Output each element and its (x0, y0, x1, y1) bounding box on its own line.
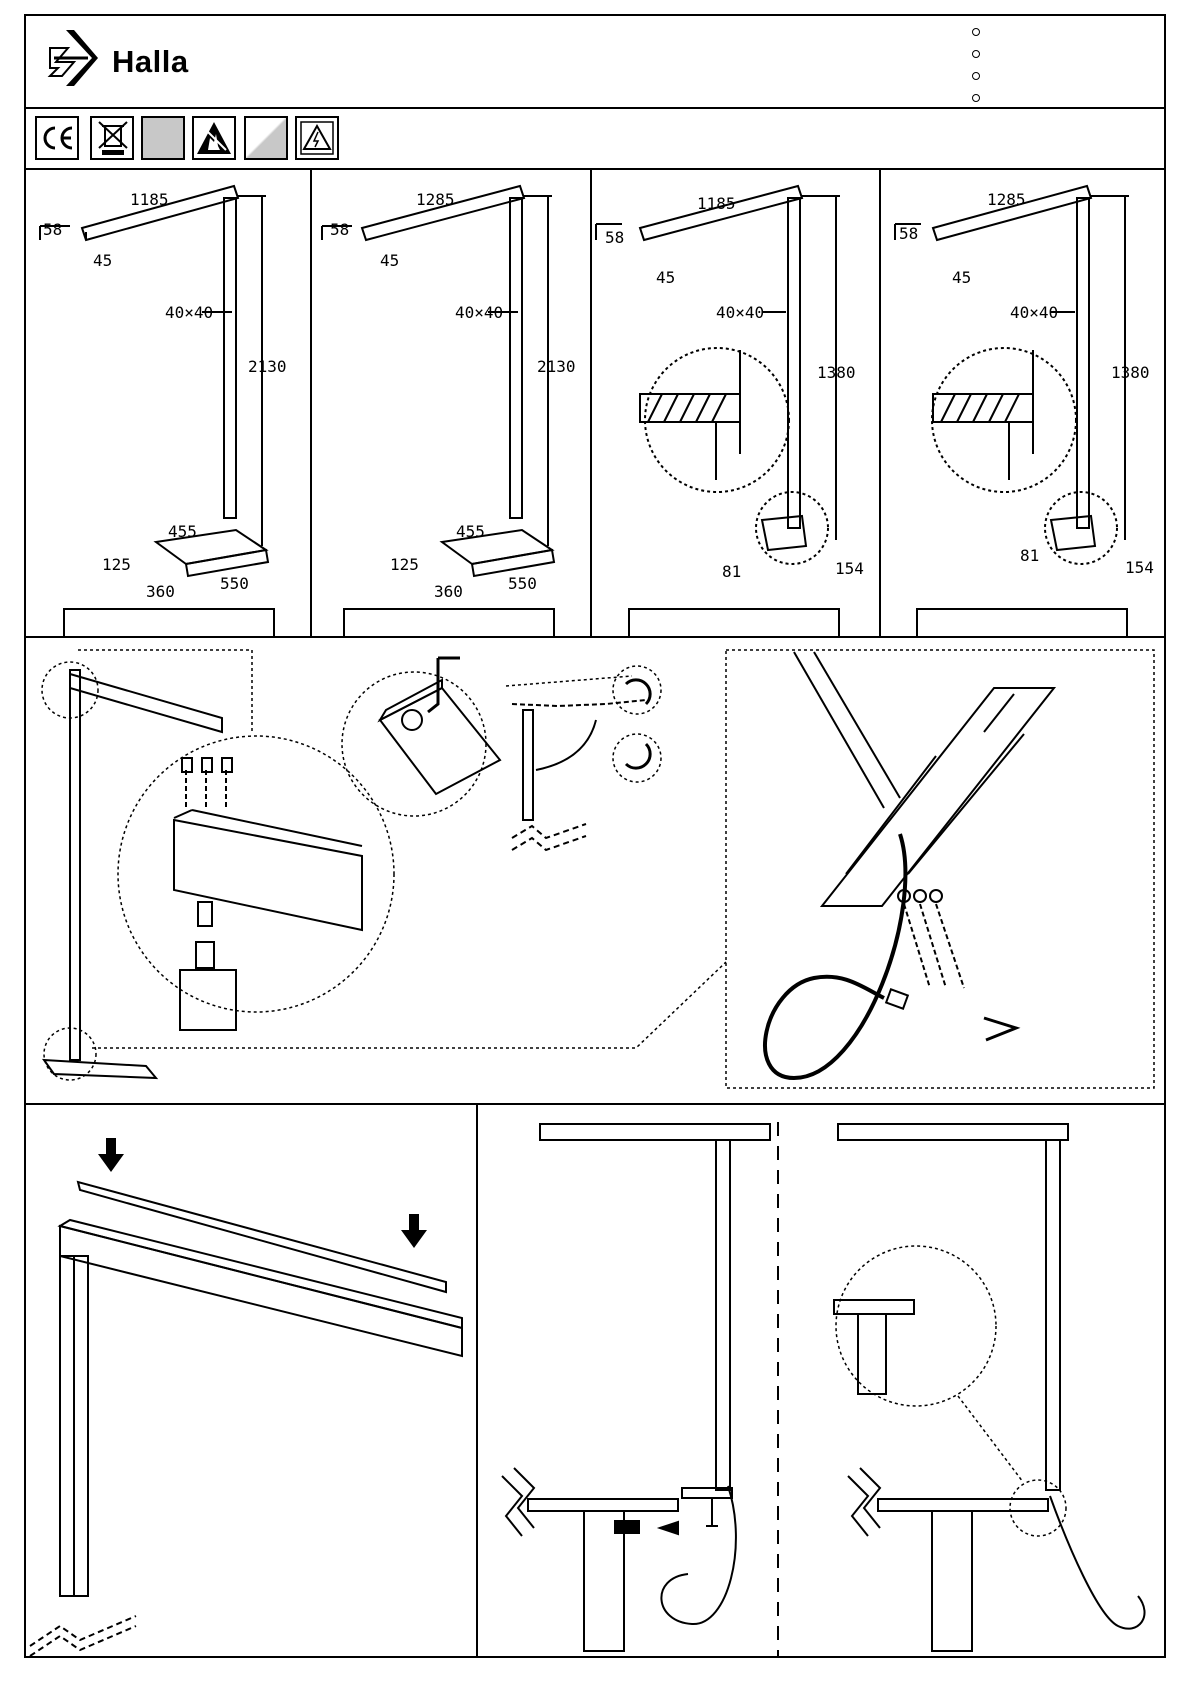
cover-insertion-diagram (26, 1106, 476, 1656)
v3-arm-width: 58 (605, 228, 624, 247)
brand-name: Halla (112, 44, 189, 80)
v4-arm-depth: 45 (952, 268, 971, 287)
v1-base-d: 550 (220, 574, 249, 593)
v3-arm-length: 1185 (697, 194, 736, 213)
header-divider (24, 107, 1166, 109)
v2-pole-size: 40×40 (455, 303, 503, 322)
v1-arm-depth: 45 (93, 251, 112, 270)
v4-arm-width: 58 (899, 224, 918, 243)
esd-warning-icon (192, 116, 236, 160)
v3-clamp-b: 154 (835, 559, 864, 578)
cable-mounting-diagram (724, 648, 1156, 1090)
v1-pole-size: 40×40 (165, 303, 213, 322)
blank-grey-icon (141, 116, 185, 160)
bullet-1 (972, 28, 980, 36)
v1-base-b: 125 (102, 555, 131, 574)
v2-arm-width: 58 (330, 220, 349, 239)
floor-lamp-diagram-1185 (26, 170, 310, 636)
arm-assembly-diagram (26, 640, 726, 1100)
v2-base-a: 455 (456, 522, 485, 541)
floor-lamp-diagram-1285 (312, 170, 590, 636)
blank-gradient-icon (244, 116, 288, 160)
v2-base-d: 550 (508, 574, 537, 593)
v1-arm-length: 1185 (130, 190, 169, 209)
v2-label-box (343, 608, 555, 636)
v1-base-a: 455 (168, 522, 197, 541)
v4-height: 1380 (1111, 363, 1150, 382)
v2-base-b: 125 (390, 555, 419, 574)
bullet-4 (972, 94, 980, 102)
v3-pole-size: 40×40 (716, 303, 764, 322)
v4-clamp-b: 154 (1125, 558, 1154, 577)
ce-mark-icon (35, 116, 79, 160)
bullet-3 (972, 72, 980, 80)
v2-height: 2130 (537, 357, 576, 376)
v2-arm-length: 1285 (416, 190, 455, 209)
v3-arm-depth: 45 (656, 268, 675, 287)
v4-arm-length: 1285 (987, 190, 1026, 209)
middle-divider (24, 1103, 1166, 1105)
v4-label-box (916, 608, 1128, 636)
v3-label-box (628, 608, 840, 636)
v4-clamp-a: 81 (1020, 546, 1039, 565)
weee-bin-icon (90, 116, 134, 160)
v3-clamp-a: 81 (722, 562, 741, 581)
v2-base-c: 360 (434, 582, 463, 601)
halla-logo-icon (48, 28, 98, 90)
v2-arm-depth: 45 (380, 251, 399, 270)
table-clamp-diagram (478, 1106, 1166, 1658)
v1-height: 2130 (248, 357, 287, 376)
v1-arm-width: 58 (43, 220, 62, 239)
v4-pole-size: 40×40 (1010, 303, 1058, 322)
electric-hazard-icon (295, 116, 339, 160)
variants-divider (24, 636, 1166, 638)
v3-height: 1380 (817, 363, 856, 382)
v1-base-c: 360 (146, 582, 175, 601)
bullet-2 (972, 50, 980, 58)
clamp-lamp-diagram-1285 (881, 170, 1165, 636)
v1-label-box (63, 608, 275, 636)
